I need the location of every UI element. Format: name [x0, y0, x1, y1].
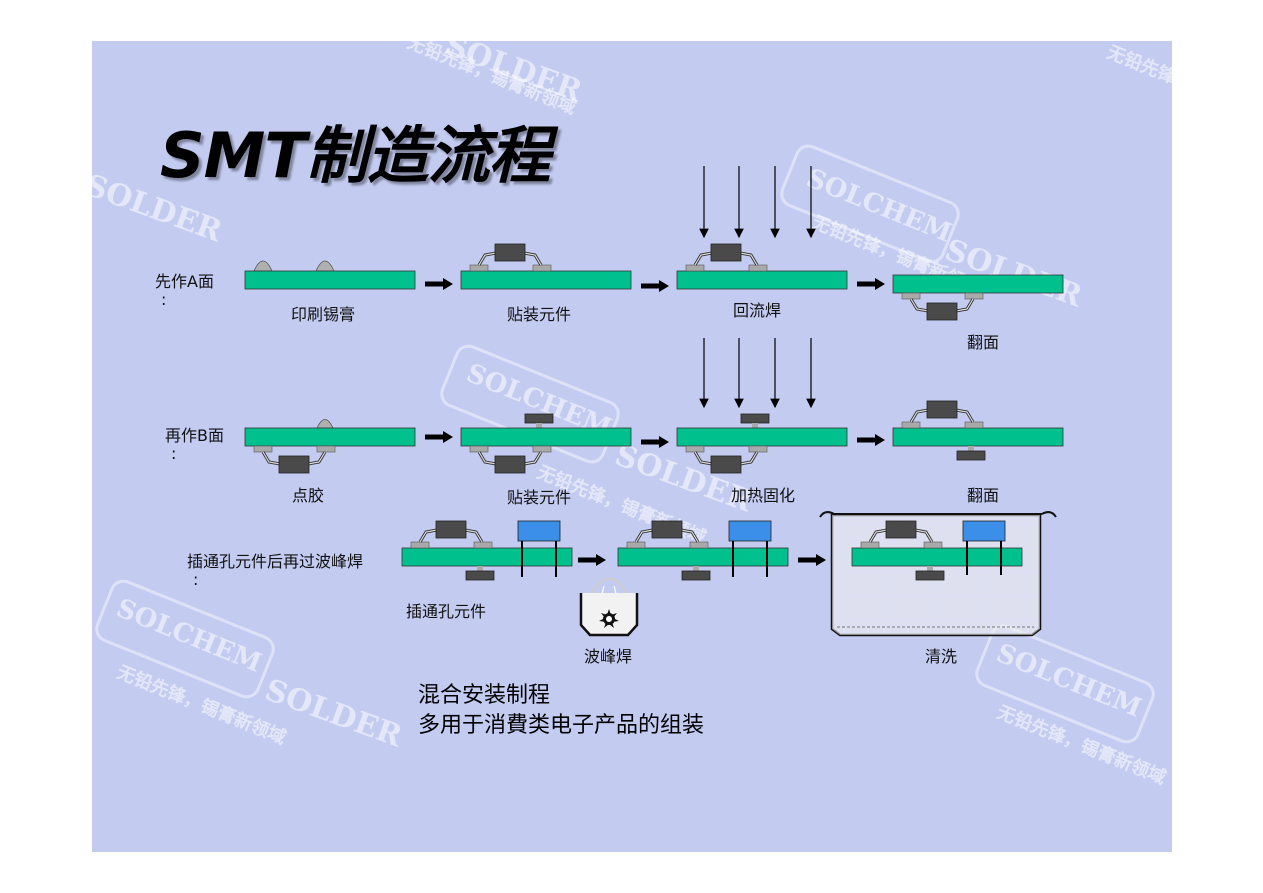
row1-flip-illustration — [892, 274, 1064, 321]
row1-label-colon: : — [161, 290, 167, 309]
row3-clean-illustration — [819, 511, 1057, 637]
row1-place-illustration — [460, 243, 632, 290]
row3-insert-illustration — [401, 520, 573, 581]
row2-flip-illustration — [892, 400, 1064, 461]
row3-label-text: 插通孔元件后再过波峰焊 — [187, 552, 364, 571]
slide: SOLDER SOLDER SOLDER SOLDER SOLDER SOLCH… — [92, 41, 1172, 852]
step-label-glue: 点胶 — [292, 486, 325, 505]
step-label-clean: 清洗 — [925, 647, 958, 666]
row3-label-colon: : — [193, 570, 199, 589]
caption: 混合安装制程 多用于消費类电子产品的组装 — [418, 681, 704, 741]
step-label-flip: 翻面 — [967, 333, 1000, 352]
process-diagram — [244, 166, 1064, 637]
row2-label-text: 再作B面 — [165, 426, 224, 445]
row3-wave-illustration — [579, 520, 789, 637]
step-label-print-paste: 印刷锡膏 — [291, 305, 356, 324]
row1-print-paste-illustration — [244, 260, 416, 290]
row1-label-text: 先作A面 — [155, 272, 214, 291]
row3-label: 插通孔元件后再过波峰焊 : — [187, 553, 363, 589]
row2-cure-illustration — [676, 338, 848, 474]
row2-glue-illustration — [244, 419, 416, 474]
step-label-flip: 翻面 — [967, 486, 1000, 505]
row1-label: 先作A面 : — [155, 273, 214, 309]
step-label-reflow: 回流焊 — [733, 301, 782, 320]
caption-line-2: 多用于消費类电子产品的组装 — [418, 713, 705, 738]
row2-label: 再作B面 : — [165, 427, 224, 463]
step-label-place: 贴装元件 — [507, 488, 572, 507]
row1-reflow-illustration — [676, 166, 848, 290]
caption-line-1: 混合安装制程 — [418, 683, 551, 708]
step-label-insert: 插通孔元件 — [406, 602, 487, 621]
row2-label-colon: : — [171, 444, 177, 463]
step-label-wave-solder: 波峰焊 — [584, 647, 633, 666]
step-label-place: 贴装元件 — [507, 305, 572, 324]
step-label-cure: 加热固化 — [731, 486, 796, 505]
row2-place-illustration — [460, 413, 632, 474]
page-title: SMT制造流程 — [160, 119, 551, 192]
